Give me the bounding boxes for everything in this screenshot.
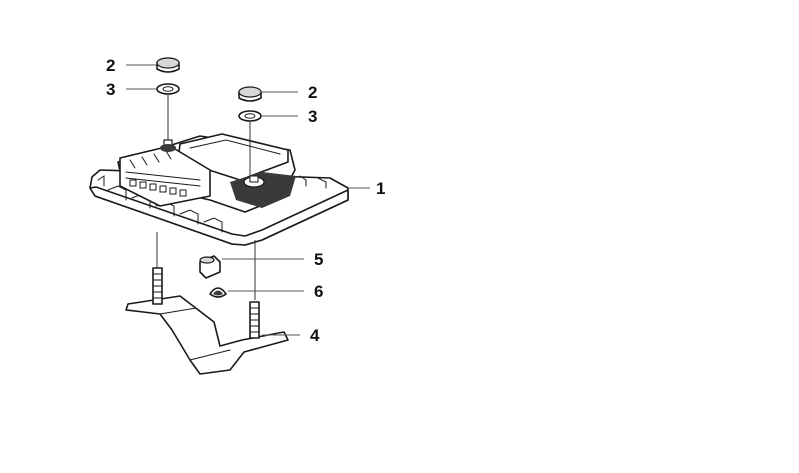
callout-3-right: 3 xyxy=(308,107,317,126)
connector-pins xyxy=(129,179,187,197)
control-unit-assembly xyxy=(89,133,349,246)
mounting-bracket xyxy=(125,267,289,375)
retaining-clip xyxy=(209,287,227,298)
callout-2-left: 2 xyxy=(106,56,115,75)
callout-3-left: 3 xyxy=(106,80,115,99)
washer-left xyxy=(156,83,180,95)
nut-right xyxy=(238,86,262,102)
screw xyxy=(199,255,221,279)
callout-1: 1 xyxy=(376,179,385,198)
washer-right xyxy=(238,110,262,122)
callout-5: 5 xyxy=(314,250,323,269)
callout-4: 4 xyxy=(310,326,320,345)
nut-left xyxy=(156,57,180,73)
callout-2-right: 2 xyxy=(308,83,317,102)
callout-6: 6 xyxy=(314,282,323,301)
